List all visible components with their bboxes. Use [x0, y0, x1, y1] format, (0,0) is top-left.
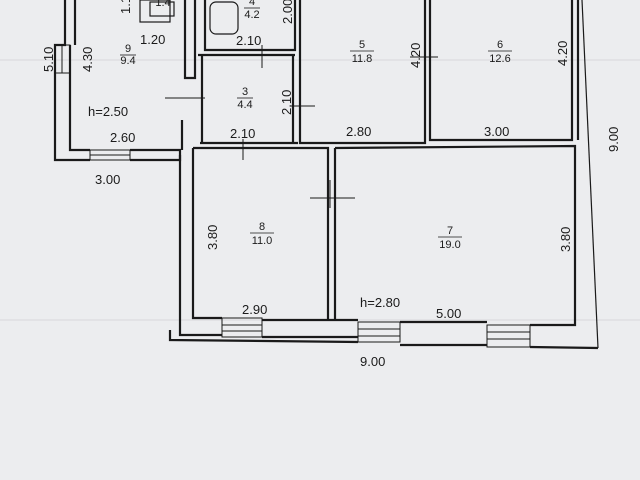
- dim-3-80-right: 3.80: [558, 227, 573, 252]
- dim-1-20: 1.20: [140, 32, 165, 47]
- room-9-number: 9: [125, 43, 131, 55]
- dim-5-00: 5.00: [436, 306, 461, 321]
- room-4-area: 4.2: [244, 9, 259, 21]
- room-8-number: 8: [259, 221, 265, 233]
- room-6-number: 6: [497, 39, 503, 51]
- dim-9-00-right: 9.00: [606, 127, 621, 152]
- toilet-icon: [139, 0, 171, 23]
- room-1-number: 1.4: [155, 0, 170, 9]
- room-5-number: 5: [359, 39, 365, 51]
- dim-2-80: 2.80: [346, 124, 371, 139]
- bathtub-icon: [209, 1, 239, 35]
- dim-1-1: 1.1: [118, 0, 133, 14]
- dim-2-10-horizontal: 2.10: [230, 126, 255, 141]
- dim-3-00-left: 3.00: [95, 172, 120, 187]
- room-4-number: 4: [249, 0, 255, 8]
- dim-4-20-a: 4.20: [408, 43, 423, 68]
- dim-2-60: 2.60: [110, 130, 135, 145]
- room-8-area: 11.0: [252, 235, 273, 247]
- dim-2-90: 2.90: [242, 302, 267, 317]
- dim-5-10: 5.10: [41, 47, 56, 72]
- dim-2-10-top: 2.10: [236, 33, 261, 48]
- room-5-area: 11.8: [352, 53, 373, 65]
- dim-4-20-b: 4.20: [555, 41, 570, 66]
- room-9-area: 9.4: [120, 55, 135, 67]
- room-7-number: 7: [447, 225, 453, 237]
- dim-3-00-right: 3.00: [484, 124, 509, 139]
- dim-2-00: 2.00: [280, 0, 295, 24]
- room-3-area: 4.4: [237, 99, 252, 111]
- walls: [53, 0, 599, 350]
- dim-4-30: 4.30: [80, 47, 95, 72]
- room-7-area: 19.0: [439, 239, 460, 251]
- room-6-area: 12.6: [489, 53, 510, 65]
- dim-2-10-vertical: 2.10: [279, 90, 294, 115]
- door-marks: [165, 45, 438, 208]
- room-3-number: 3: [242, 86, 248, 98]
- dim-h-2-80: h=2.80: [360, 295, 400, 310]
- dim-3-80-left: 3.80: [205, 225, 220, 250]
- dim-9-00-bottom: 9.00: [360, 354, 385, 369]
- dim-h-2-50: h=2.50: [88, 104, 128, 119]
